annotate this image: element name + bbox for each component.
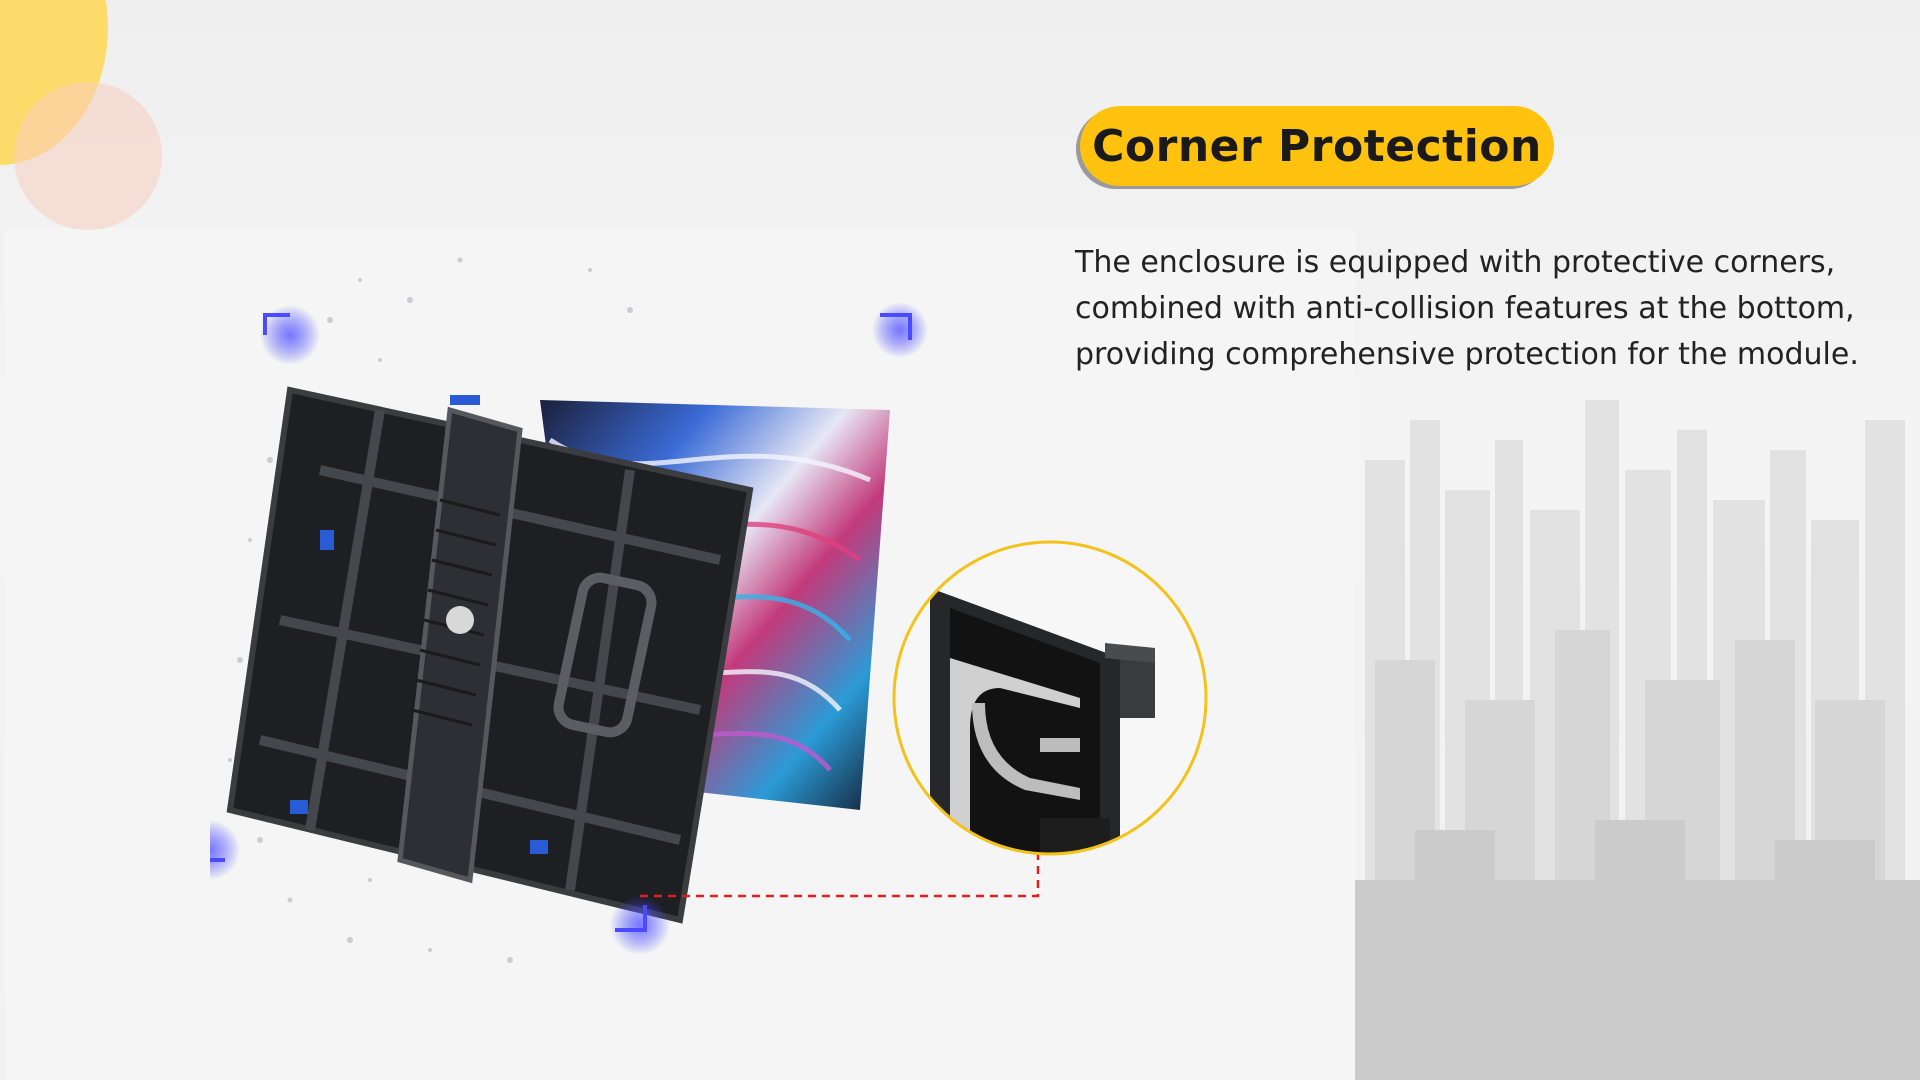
description-text: The enclosure is equipped with protectiv… bbox=[1075, 240, 1905, 378]
corner-detail-image bbox=[892, 540, 1208, 856]
title-badge: Corner Protection bbox=[1080, 106, 1554, 186]
description-line-1: The enclosure is equipped with protectiv… bbox=[1075, 245, 1836, 280]
description-line-2: combined with anti-collision features at… bbox=[1075, 291, 1855, 326]
city-skyline-background bbox=[1355, 400, 1920, 1080]
decorative-pink-circle bbox=[14, 82, 162, 230]
page-title: Corner Protection bbox=[1092, 120, 1542, 172]
led-cabinet-image bbox=[210, 257, 928, 963]
description-line-3: providing comprehensive protection for t… bbox=[1075, 337, 1859, 372]
